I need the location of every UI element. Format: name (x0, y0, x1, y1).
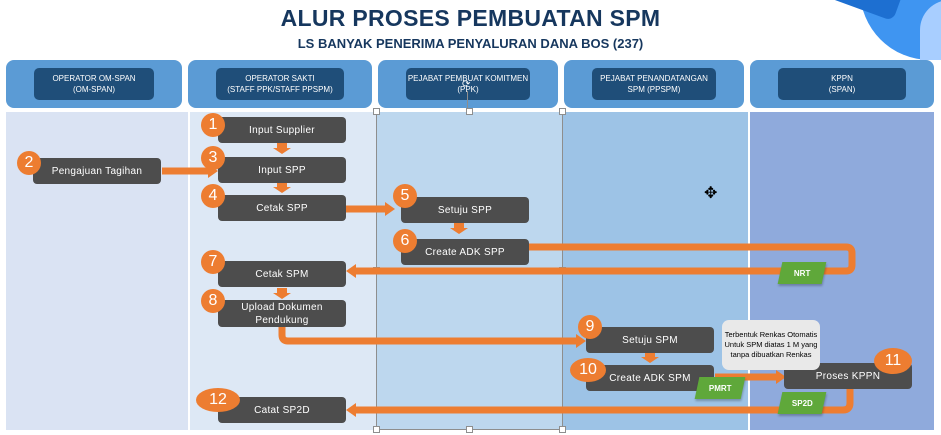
arrowhead (346, 264, 356, 278)
resize-handle[interactable] (373, 108, 380, 115)
lane-title: KPPN (831, 74, 853, 83)
lane-subtitle: SPM (PPSPM) (627, 85, 681, 94)
arrow-8-to-9 (278, 327, 576, 345)
step-input-spp[interactable]: Input SPP (218, 157, 346, 183)
resize-handle[interactable] (466, 108, 473, 115)
step-label: Input SPP (258, 164, 306, 176)
step-number-badge: 1 (201, 113, 225, 137)
step-label: Create ADK SPP (425, 246, 505, 258)
step-label: Proses KPPN (815, 370, 881, 382)
document-sp2d: SP2D (777, 392, 827, 414)
resize-handle[interactable] (466, 426, 473, 433)
step-cetak-spm[interactable]: Cetak SPM (218, 261, 346, 287)
document-label: NRT (793, 268, 811, 278)
step-label: Setuju SPP (437, 204, 493, 216)
step-number-badge: 9 (578, 315, 602, 339)
rotate-handle-line (467, 91, 468, 109)
step-setuju-spp[interactable]: Setuju SPP (401, 197, 529, 223)
arrowhead (346, 403, 356, 417)
lane-header-kppn: KPPN (SPAN) (750, 60, 934, 108)
step-number-badge: 3 (201, 146, 225, 170)
step-number-badge: 7 (201, 250, 225, 274)
lane-header-ppk: PEJABAT PEMBUAT KOMITMEN (PPK) (378, 60, 558, 108)
step-label: Setuju SPM (622, 334, 678, 346)
step-number-badge: 4 (201, 184, 225, 208)
resize-handle[interactable] (559, 426, 566, 433)
arrow-6-to-7 (356, 243, 856, 275)
document-label: SP2D (791, 398, 813, 408)
note-text: Terbentuk Renkas Otomatis Untuk SPM diat… (724, 330, 818, 359)
step-setuju-spm[interactable]: Setuju SPM (586, 327, 714, 353)
document-pmrt: PMRT (694, 377, 746, 399)
document-label: PMRT (708, 383, 732, 393)
step-number-badge: 10 (570, 358, 606, 382)
step-create-adk-spp[interactable]: Create ADK SPP (401, 239, 529, 265)
lane-subtitle: (PPK) (457, 85, 479, 94)
corner-decoration-light (920, 0, 941, 60)
step-cetak-spp[interactable]: Cetak SPP (218, 195, 346, 221)
page-subtitle: LS BANYAK PENERIMA PENYALURAN DANA BOS (… (297, 36, 644, 51)
step-number-badge: 8 (201, 289, 225, 313)
arrow-9-to-10 (641, 352, 659, 363)
step-label: Pengajuan Tagihan (51, 165, 143, 177)
resize-handle[interactable] (373, 426, 380, 433)
step-label: Upload Dokumen Pendukung (241, 301, 323, 326)
rotate-handle-icon[interactable]: ⟳ (462, 79, 471, 90)
step-label: Cetak SPM (255, 268, 309, 280)
step-label: Create ADK SPM (609, 372, 691, 384)
step-number-badge: 6 (393, 229, 417, 253)
arrow-7-to-8 (273, 288, 291, 299)
step-label: Catat SP2D (254, 404, 310, 416)
lane-header-om-span: OPERATOR OM-SPAN (OM-SPAN) (6, 60, 182, 108)
lane-title: OPERATOR SAKTI (245, 74, 315, 83)
step-number-badge: 12 (196, 388, 240, 412)
step-pengajuan-tagihan[interactable]: Pengajuan Tagihan (33, 158, 161, 184)
lane-subtitle: (OM-SPAN) (72, 85, 116, 94)
arrow-5-to-6 (450, 223, 468, 234)
step-upload-dokumen-pendukung[interactable]: Upload Dokumen Pendukung (218, 300, 346, 327)
lane-header-sakti: OPERATOR SAKTI (STAFF PPK/STAFF PPSPM) (188, 60, 372, 108)
lane-title: OPERATOR OM-SPAN (52, 74, 136, 83)
arrow-3-to-4 (273, 182, 291, 193)
arrowhead (776, 370, 786, 384)
renkas-note: Terbentuk Renkas Otomatis Untuk SPM diat… (722, 320, 820, 370)
step-label: Cetak SPP (256, 202, 308, 214)
lane-title: PEJABAT PENANDATANGAN (600, 74, 708, 83)
lane-header-ppspm: PEJABAT PENANDATANGAN SPM (PPSPM) (564, 60, 744, 108)
step-label: Input Supplier (249, 124, 315, 136)
step-number-badge: 11 (874, 348, 912, 374)
step-create-adk-spm[interactable]: Create ADK SPM (586, 365, 714, 391)
arrowhead (576, 334, 586, 348)
step-number-badge: 2 (17, 151, 41, 175)
resize-handle[interactable] (559, 108, 566, 115)
lane-title: PEJABAT PEMBUAT KOMITMEN (407, 74, 529, 83)
document-nrt: NRT (777, 262, 827, 284)
lane-subtitle: (STAFF PPK/STAFF PPSPM) (227, 85, 333, 94)
move-cursor-icon: ✥ (704, 185, 718, 202)
step-number-badge: 5 (393, 184, 417, 208)
arrowhead (385, 202, 395, 216)
arrow-1-to-3 (273, 143, 291, 154)
page-title: ALUR PROSES PEMBUATAN SPM (280, 5, 661, 31)
arrow-11-to-12 (356, 388, 854, 414)
step-input-supplier[interactable]: Input Supplier (218, 117, 346, 143)
lane-subtitle: (SPAN) (828, 85, 856, 94)
